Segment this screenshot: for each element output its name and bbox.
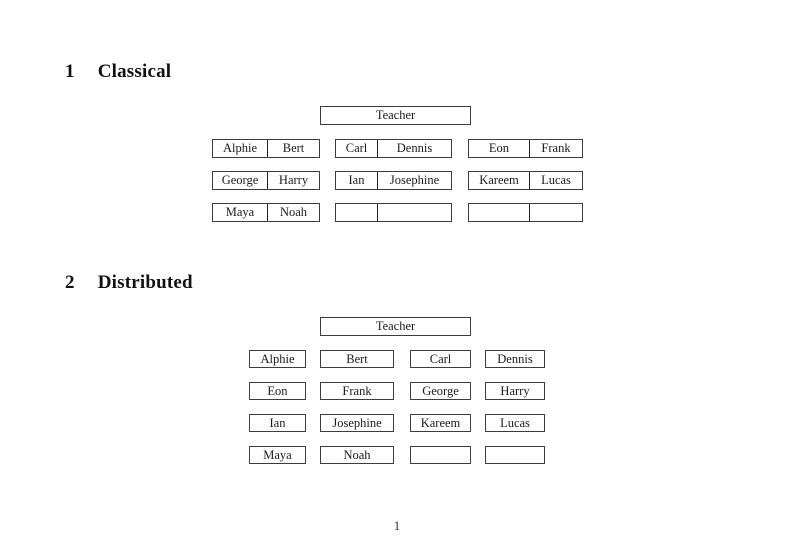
desk-cell: Dennis xyxy=(377,140,451,157)
desk-cell: Lucas xyxy=(529,172,582,189)
section-title: Classical xyxy=(97,61,172,82)
section-number: 1 xyxy=(65,61,75,82)
desk-cell: Harry xyxy=(267,172,319,189)
desk-pair-empty xyxy=(468,203,583,222)
teacher-box: Teacher xyxy=(320,317,471,336)
section-heading-classical: 1 Classical xyxy=(65,61,171,83)
desk-box-empty xyxy=(485,446,545,464)
desk-box: Eon xyxy=(249,382,306,400)
desk-cell: Bert xyxy=(267,140,319,157)
desk-cell: Ian xyxy=(348,173,365,187)
desk-cell: Alphie xyxy=(222,141,258,155)
desk-box: Frank xyxy=(320,382,394,400)
desk-cell: Frank xyxy=(529,140,582,157)
desk-cell: Eon xyxy=(488,141,510,155)
desk-pair: Eon Frank xyxy=(468,139,583,158)
desk-pair: Kareem Lucas xyxy=(468,171,583,190)
desk-cell: Kareem xyxy=(479,173,519,187)
desk-cell xyxy=(377,204,451,221)
desk-box: Kareem xyxy=(410,414,471,432)
desk-box: Lucas xyxy=(485,414,545,432)
desk-cell: Carl xyxy=(345,141,368,155)
desk-cell: Maya xyxy=(225,205,255,219)
section-number: 2 xyxy=(65,272,75,293)
desk-pair: Alphie Bert xyxy=(212,139,320,158)
teacher-box: Teacher xyxy=(320,106,471,125)
desk-pair: Maya Noah xyxy=(212,203,320,222)
desk-cell xyxy=(469,204,529,221)
section-title: Distributed xyxy=(97,272,193,293)
desk-box: Bert xyxy=(320,350,394,368)
desk-box: Ian xyxy=(249,414,306,432)
desk-cell: Noah xyxy=(267,204,319,221)
desk-cell xyxy=(336,204,377,221)
desk-box: Noah xyxy=(320,446,394,464)
desk-box-empty xyxy=(410,446,471,464)
desk-pair: George Harry xyxy=(212,171,320,190)
desk-cell: George xyxy=(221,173,259,187)
desk-box: George xyxy=(410,382,471,400)
page-number: 1 xyxy=(393,518,401,533)
desk-box: Maya xyxy=(249,446,306,464)
desk-cell xyxy=(529,204,582,221)
desk-box: Alphie xyxy=(249,350,306,368)
section-heading-distributed: 2 Distributed xyxy=(65,272,193,294)
desk-pair-empty xyxy=(335,203,452,222)
desk-box: Harry xyxy=(485,382,545,400)
desk-box: Carl xyxy=(410,350,471,368)
desk-box: Dennis xyxy=(485,350,545,368)
desk-pair: Ian Josephine xyxy=(335,171,452,190)
desk-box: Josephine xyxy=(320,414,394,432)
desk-pair: Carl Dennis xyxy=(335,139,452,158)
desk-cell: Josephine xyxy=(377,172,451,189)
